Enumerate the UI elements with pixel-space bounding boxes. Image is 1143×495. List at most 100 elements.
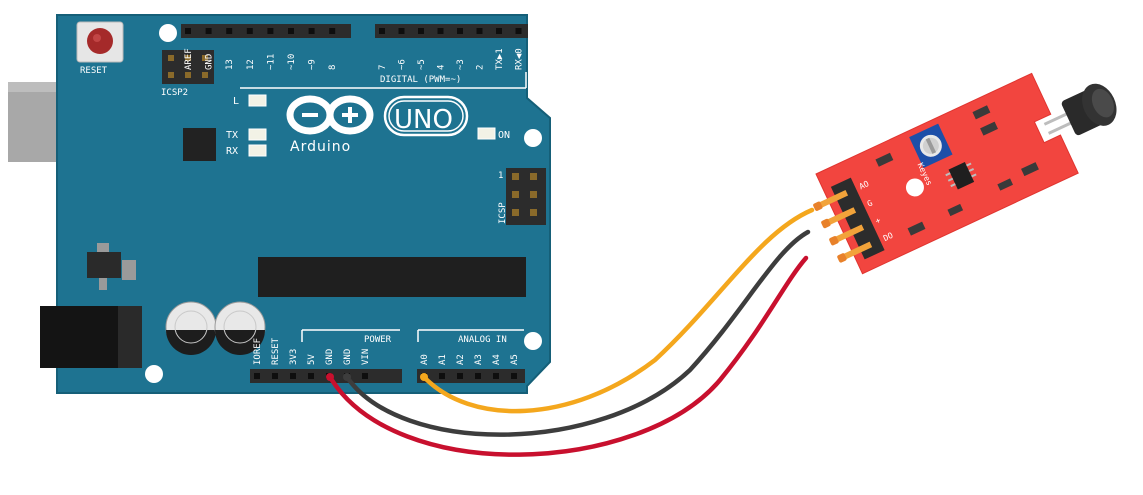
digital-pin-label: ~6 — [398, 59, 408, 70]
model-label: UNO — [394, 105, 453, 135]
sensor-pin — [813, 190, 849, 211]
wire-orange-a0-to-ao — [421, 207, 815, 414]
digital-header-label: DIGITAL (PWM=~) — [380, 75, 461, 85]
mounting-hole — [524, 332, 542, 350]
digital-socket — [329, 28, 336, 34]
potentiometer — [909, 123, 953, 168]
digital-socket — [205, 28, 212, 34]
digital-pin-label: 2 — [476, 65, 486, 70]
icsp2-label: ICSP2 — [161, 88, 188, 98]
led-on-label: ON — [498, 130, 510, 141]
digital-socket — [185, 28, 191, 34]
capacitor — [165, 301, 217, 355]
digital-socket — [418, 28, 424, 34]
power-header-label: POWER — [364, 335, 392, 345]
digital-socket — [267, 28, 274, 34]
comparator-chip — [945, 161, 977, 190]
digital-pin-label: 4 — [437, 65, 447, 70]
wire-red-5v-to-plus — [327, 255, 809, 457]
icsp-pin1-label: 1 — [498, 171, 503, 181]
analog-socket — [511, 373, 517, 379]
analog-socket — [457, 373, 463, 379]
analog-socket — [439, 373, 445, 379]
analog-header-label: ANALOG IN — [458, 335, 507, 345]
power-socket — [254, 373, 260, 379]
power-socket — [290, 373, 296, 379]
voltage-regulator — [87, 243, 136, 290]
analog-pin-label: A0 — [420, 354, 430, 365]
icsp-header — [506, 168, 546, 225]
digital-socket — [226, 28, 233, 34]
mounting-hole — [159, 24, 177, 42]
analog-pin-label: A5 — [510, 354, 520, 365]
digital-socket — [457, 28, 463, 34]
sensor-mounting-hole — [905, 178, 924, 197]
digital-pin-label: 7 — [378, 65, 388, 70]
power-pin-label: IOREF — [253, 338, 263, 365]
sensor-pin — [837, 241, 873, 263]
digital-socket — [437, 28, 444, 34]
power-pin-label: 5V — [307, 354, 317, 365]
mounting-hole — [145, 365, 163, 383]
analog-pin-label: A4 — [492, 354, 502, 365]
ir-sensor-head — [1043, 83, 1117, 136]
sensor-pin — [821, 207, 857, 229]
reset-button[interactable] — [76, 21, 124, 63]
digital-socket — [496, 28, 502, 34]
digital-pin-label: ~9 — [308, 59, 318, 70]
power-pin-label: RESET — [271, 337, 281, 365]
digital-socket — [288, 28, 294, 34]
icsp-label: ICSP — [498, 202, 508, 224]
sensor-pin-label: AO — [858, 179, 871, 191]
power-socket — [308, 373, 314, 379]
analog-pin-label: A2 — [456, 354, 466, 365]
analog-socket — [493, 373, 499, 379]
led-l — [248, 94, 267, 107]
power-pin-label: GND — [343, 349, 353, 365]
led-tx — [248, 128, 267, 141]
digital-socket — [476, 28, 483, 34]
icsp2-header — [162, 50, 214, 84]
digital-socket — [379, 28, 385, 34]
analog-pin-label: A3 — [474, 354, 484, 365]
brand-label: Arduino — [290, 139, 351, 155]
analog-header — [417, 369, 525, 383]
board-pcb — [56, 14, 551, 394]
power-pin-label: VIN — [361, 349, 371, 365]
digital-socket — [246, 28, 253, 34]
sensor-pcb — [815, 72, 1079, 275]
smd-component — [875, 105, 1039, 236]
capacitor — [214, 301, 266, 355]
flame-sensor-module: Keyes AOG+DO — [813, 72, 1117, 275]
digital-socket — [515, 28, 522, 34]
sensor-pin-label: + — [874, 216, 882, 226]
analog-pin-label: A1 — [438, 354, 448, 365]
wires — [326, 207, 815, 457]
reset-label: RESET — [80, 66, 108, 76]
power-socket — [272, 373, 278, 379]
mounting-hole — [524, 129, 542, 147]
sensor-pin-label: G — [866, 198, 874, 208]
digital-pin-label: ~10 — [287, 54, 297, 70]
microcontroller-chip — [258, 257, 526, 297]
digital-pin-label: 12 — [246, 59, 256, 70]
digital-pin-label: ~5 — [417, 59, 427, 70]
digital-pin-label: ~11 — [266, 54, 276, 70]
digital-socket — [398, 28, 405, 34]
digital-pin-label: 13 — [225, 59, 235, 70]
led-tx-label: TX — [226, 130, 238, 141]
sensor-pin-header — [830, 177, 885, 260]
digital-pin-label: RX◀0 — [515, 48, 525, 70]
digital-pin-label: AREF — [184, 48, 194, 70]
analog-socket — [475, 373, 481, 379]
led-rx — [248, 144, 267, 157]
digital-pin-label: 8 — [328, 65, 338, 70]
power-socket — [362, 373, 368, 379]
arduino-logo — [286, 95, 469, 137]
digital-pin-label: ~3 — [456, 59, 466, 70]
power-header — [250, 369, 402, 383]
led-on — [477, 127, 496, 140]
usb-chip — [183, 128, 216, 161]
